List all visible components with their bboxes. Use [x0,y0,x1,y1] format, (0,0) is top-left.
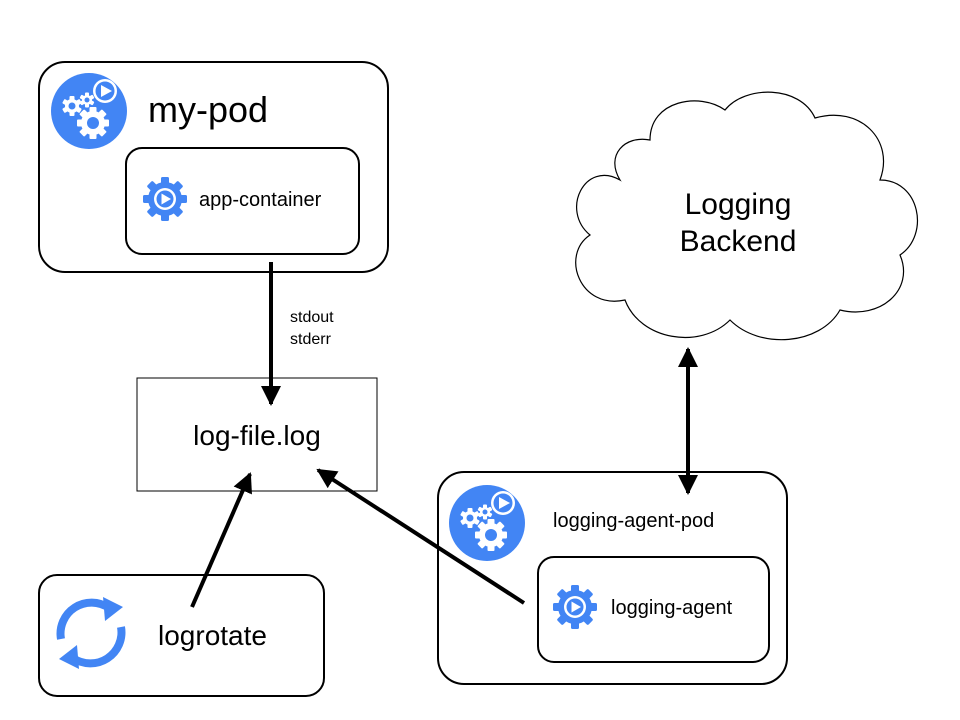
app-container: app-container [125,147,360,255]
pod-gears-play-icon [449,485,525,561]
my-pod: my-pod app-container [38,61,389,273]
stdout-label: stdout [290,309,334,326]
logging-agent-label: logging-agent [611,597,733,619]
rotate-arrows-icon [56,597,126,669]
logrotate-to-logfile-arrow [190,472,252,608]
app-container-box [125,147,360,255]
cloud-shape [575,91,918,341]
log-file-label: log-file.log [193,420,321,451]
logrotate-label: logrotate [158,620,267,651]
logging-backend-line2: Backend [680,225,797,258]
my-pod-title: my-pod [148,89,268,130]
log-file: log-file.log [136,377,378,492]
app-container-label: app-container [199,189,322,211]
container-gear-play-icon [143,177,187,221]
container-gear-play-icon [553,585,597,629]
logging-agent-pod: logging-agent-pod logging-agent [437,471,788,685]
stderr-label: stderr [290,331,332,348]
logging-agent-pod-title: logging-agent-pod [553,510,714,532]
pod-gears-play-icon [51,73,127,149]
logging-backend-cloud: Logging Backend [575,91,918,341]
logging-backend-line1: Logging [685,188,792,221]
logging-agent-box [537,556,770,663]
agent-to-logfile-arrow [316,468,526,605]
logging-agent: logging-agent [537,556,770,663]
logrotate: logrotate [38,574,325,697]
